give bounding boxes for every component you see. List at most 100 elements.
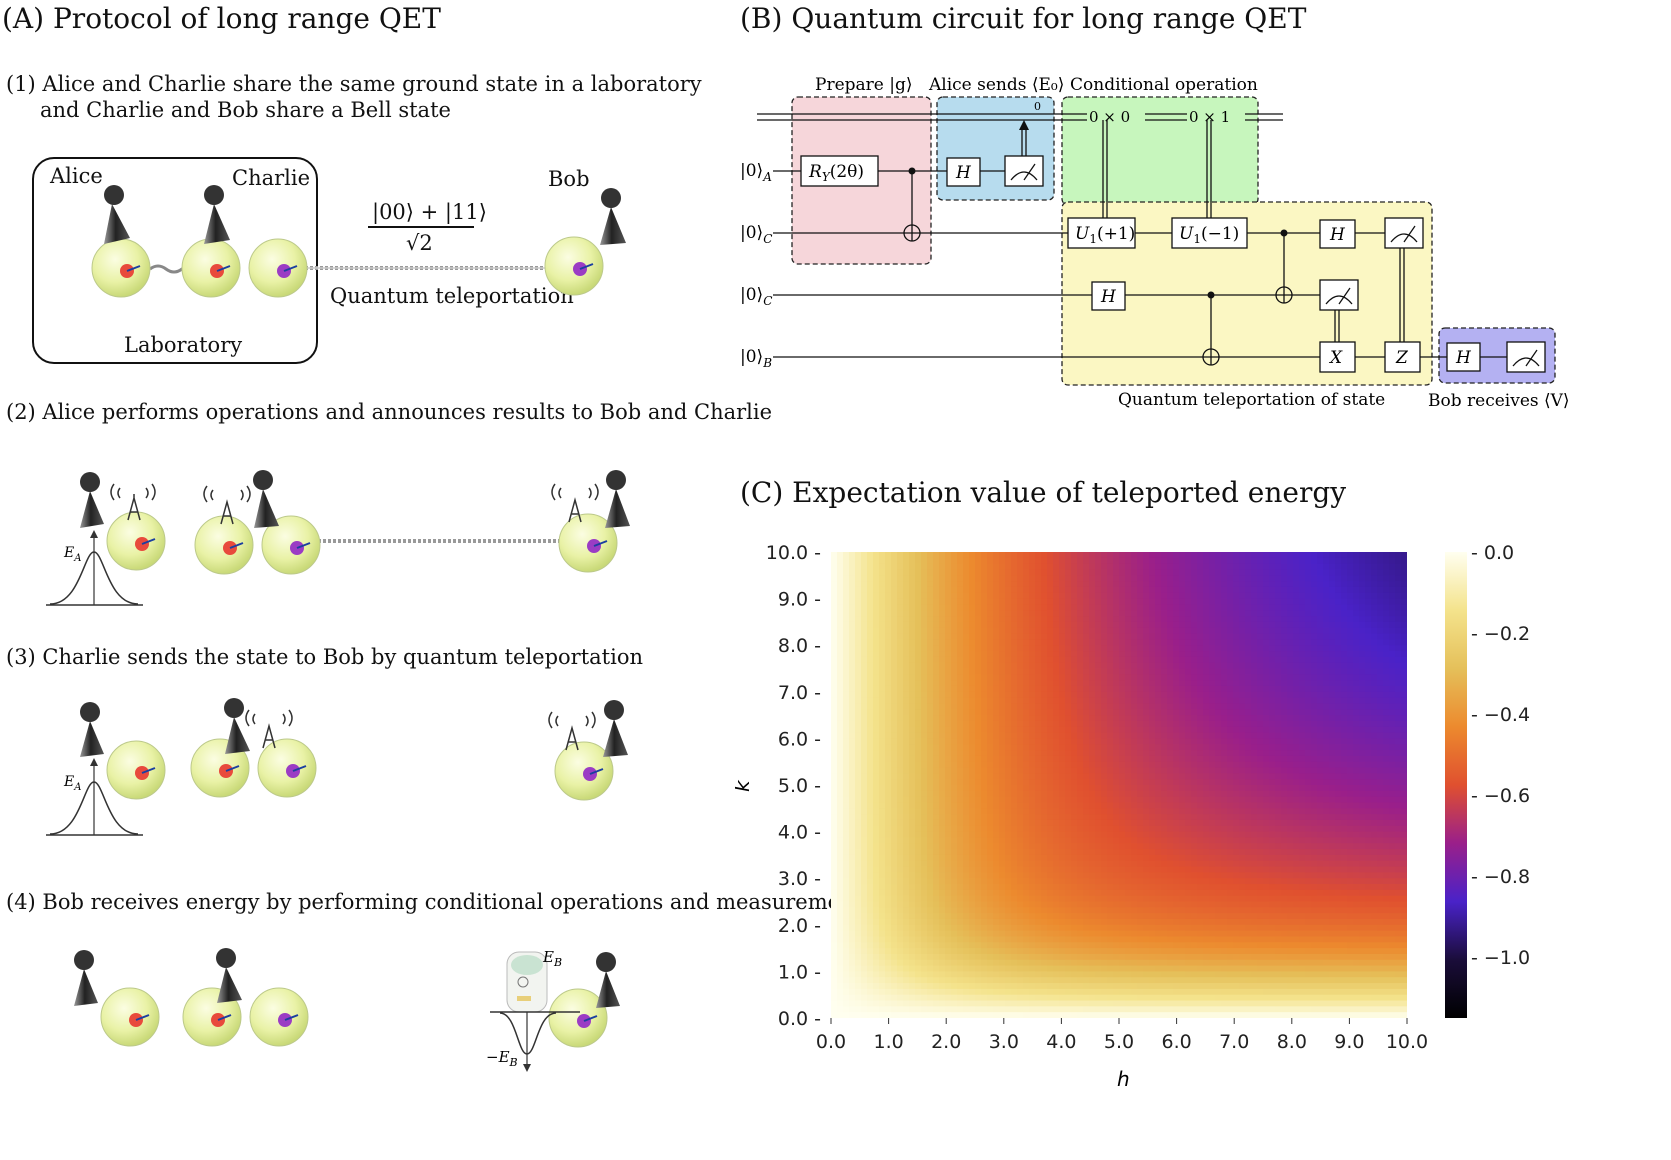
- heatmap-cell: [939, 936, 946, 943]
- heatmap-cell: [837, 656, 844, 664]
- heatmap-cell: [909, 866, 916, 873]
- heatmap-cell: [1155, 854, 1162, 862]
- heatmap-cell: [837, 738, 844, 745]
- heatmap-cell: [1083, 860, 1090, 868]
- heatmap-cell: [1119, 592, 1126, 600]
- heatmap-cell: [945, 930, 952, 938]
- heatmap-cell: [831, 837, 838, 844]
- heatmap-cell: [1035, 750, 1042, 757]
- heatmap-cell: [903, 878, 910, 885]
- heatmap-cell: [843, 942, 850, 949]
- heatmap-cell: [1131, 755, 1138, 763]
- heatmap-cell: [1047, 563, 1054, 571]
- heatmap-cell: [873, 808, 880, 815]
- heatmap-cell: [891, 610, 898, 617]
- heatmap-cell: [891, 802, 898, 809]
- heatmap-cell: [1047, 726, 1054, 734]
- heatmap-cell: [981, 907, 988, 914]
- heatmap-cell: [885, 621, 892, 629]
- heatmap-cell: [981, 651, 988, 658]
- heatmap-cell: [1065, 1012, 1072, 1018]
- heatmap-cell: [969, 831, 976, 839]
- heatmap-cell: [1143, 592, 1150, 600]
- heatmap-cell: [1023, 819, 1030, 827]
- heatmap-cell: [1053, 662, 1060, 670]
- heatmap-cell: [837, 942, 844, 949]
- heatmap-cell: [1161, 977, 1168, 984]
- heatmap-cell: [1143, 779, 1150, 786]
- heatmap-cell: [855, 901, 862, 908]
- heatmap-cell: [1155, 569, 1162, 576]
- heatmap-cell: [1179, 901, 1186, 908]
- heatmap-cell: [1071, 552, 1078, 559]
- heatmap-cell: [1017, 790, 1024, 798]
- heatmap-cell: [987, 563, 994, 571]
- heatmap-cell: [879, 918, 886, 926]
- heatmap-cell: [1059, 610, 1066, 617]
- heatmap-cell: [1071, 569, 1078, 576]
- heatmap-cell: [981, 965, 988, 972]
- heatmap-cell: [927, 732, 934, 739]
- heatmap-cell: [1143, 913, 1150, 920]
- heatmap-cell: [1035, 662, 1042, 670]
- heatmap-cell: [861, 872, 868, 879]
- heatmap-cell: [945, 924, 952, 932]
- heatmap-cell: [1107, 697, 1114, 705]
- heatmap-cell: [969, 685, 976, 693]
- heatmap-cell: [909, 755, 916, 763]
- heatmap-cell: [945, 738, 952, 745]
- heatmap-cell: [831, 680, 838, 687]
- heatmap-cell: [1047, 971, 1054, 978]
- heatmap-cell: [969, 790, 976, 798]
- heatmap-cell: [1179, 563, 1186, 571]
- heatmap-cell: [861, 785, 868, 792]
- heatmap-cell: [993, 680, 1000, 687]
- heatmap-cell: [1179, 854, 1186, 862]
- heatmap-cell: [879, 557, 886, 565]
- heatmap-cell: [1113, 785, 1120, 792]
- heatmap-cell: [1149, 709, 1156, 716]
- heatmap-cell: [1149, 581, 1156, 588]
- heatmap-cell: [987, 983, 994, 990]
- heatmap-cell: [1041, 814, 1048, 821]
- heatmap-cell: [951, 645, 958, 652]
- heatmap-cell: [1017, 639, 1024, 646]
- sphere-alice-1: [91, 238, 151, 298]
- heatmap-cell: [1137, 802, 1144, 809]
- heatmap-cell: [1047, 1012, 1054, 1018]
- heatmap-cell: [957, 1000, 964, 1007]
- heatmap-cell: [1173, 889, 1180, 897]
- heatmap-cell: [1137, 691, 1144, 699]
- teleport-state-label: Quantum teleportation of state: [1118, 390, 1385, 410]
- heatmap-cell: [843, 715, 850, 722]
- heatmap-cell: [1059, 738, 1066, 745]
- heatmap-cell: [987, 918, 994, 926]
- heatmap-cell: [849, 581, 856, 588]
- heatmap-cell: [849, 901, 856, 908]
- heatmap-cell: [1023, 1000, 1030, 1007]
- heatmap-cell: [1077, 755, 1084, 763]
- heatmap-cell: [867, 872, 874, 879]
- heatmap-cell: [1137, 645, 1144, 652]
- heatmap-cell: [1035, 831, 1042, 839]
- heatmap-cell: [1191, 1012, 1198, 1018]
- heatmap-cell: [1185, 977, 1192, 984]
- heatmap-cell: [1047, 691, 1054, 699]
- heatmap-cell: [1071, 575, 1078, 582]
- heatmap-cell: [1185, 563, 1192, 571]
- heatmap-cell: [837, 662, 844, 670]
- heatmap-cell: [1011, 930, 1018, 938]
- heatmap-cell: [993, 983, 1000, 990]
- heatmap-cell: [975, 790, 982, 798]
- heatmap-cell: [1041, 586, 1048, 594]
- heatmap-cell: [987, 656, 994, 664]
- heatmap-cell: [1167, 930, 1174, 938]
- heatmap-cell: [927, 971, 934, 978]
- heatmap-cell: [999, 557, 1006, 565]
- heatmap-cell: [993, 750, 1000, 757]
- heatmap-cell: [1161, 598, 1168, 606]
- heatmap-cell: [939, 860, 946, 868]
- heatmap-cell: [831, 610, 838, 617]
- heatmap-cell: [933, 685, 940, 693]
- heatmap-cell: [1143, 767, 1150, 774]
